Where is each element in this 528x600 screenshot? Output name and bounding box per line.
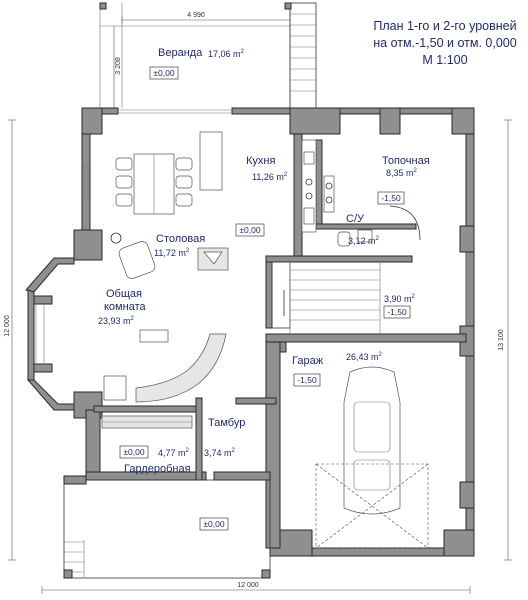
level-garage: -1,50 (297, 375, 317, 385)
level-boiler: -1,50 (381, 193, 401, 203)
level-markers: ±0,00 ±0,00 -1,50 -1,50 -1,50 ±0,00 ±0,0… (119, 66, 411, 531)
living-label-1: Общая (106, 288, 142, 300)
level-porch: ±0,00 (203, 519, 224, 529)
dining-area: 11,72 m2 (154, 248, 190, 258)
garage-car (315, 366, 429, 549)
living-furniture (103, 232, 227, 403)
veranda-depth-dim: 3 208 (115, 57, 122, 75)
boiler-equipment (323, 175, 335, 213)
level-wardrobe: ±0,00 (123, 447, 144, 457)
boiler-area: 8,35 m2 (386, 168, 418, 178)
stair-area: 3,90 m2 (384, 294, 416, 304)
walls (25, 107, 475, 557)
veranda-width-dim: 4 990 (187, 12, 205, 19)
boiler-label: Топочная (382, 155, 430, 167)
vestibule-label: Тамбур (208, 417, 245, 429)
living-label-2: комната (104, 301, 146, 313)
living-area: 23,93 m2 (98, 316, 135, 326)
garage-label: Гараж (292, 355, 324, 367)
kitchen-area: 11,26 m2 (252, 172, 288, 182)
left-height-dim: 12 000 (4, 315, 11, 337)
title-line-1: План 1-го и 2-го уровней (373, 19, 516, 33)
wc-fixtures (337, 205, 421, 247)
wardrobe-area: 4,77 m2 (158, 448, 190, 458)
bottom-width-dim: 12 000 (237, 582, 259, 589)
title-scale: М 1:100 (422, 53, 467, 67)
level-dining: ±0,00 (239, 225, 260, 235)
kitchen-label: Кухня (246, 155, 275, 167)
wc-label: С/У (346, 213, 365, 225)
veranda-label: Веранда (158, 47, 203, 59)
wc-area: 3,12 m2 (348, 236, 380, 246)
level-veranda: ±0,00 (153, 68, 174, 78)
title-line-2: на отм.-1,50 и отм. 0,000 (373, 36, 516, 50)
plan-title: План 1-го и 2-го уровней на отм.-1,50 и … (373, 19, 516, 67)
overall-dimensions: 12 000 13 100 12 000 (4, 119, 512, 594)
interior-stair (271, 261, 381, 334)
level-stair: -1,50 (387, 307, 407, 317)
porch (63, 475, 271, 579)
wardrobe-fixtures (101, 415, 193, 429)
room-labels: Веранда 17,06 m2 Кухня 11,26 m2 Топочная… (98, 47, 430, 475)
windows (35, 109, 471, 482)
wardrobe-label: Гардеробная (124, 463, 191, 475)
right-height-dim: 13 100 (498, 329, 505, 351)
veranda-area: 17,06 m2 (208, 49, 245, 59)
garage-area: 26,43 m2 (346, 352, 383, 362)
kitchen-furniture (115, 131, 317, 271)
vestibule-area: 3,74 m2 (204, 448, 236, 458)
dining-label: Столовая (156, 233, 205, 245)
